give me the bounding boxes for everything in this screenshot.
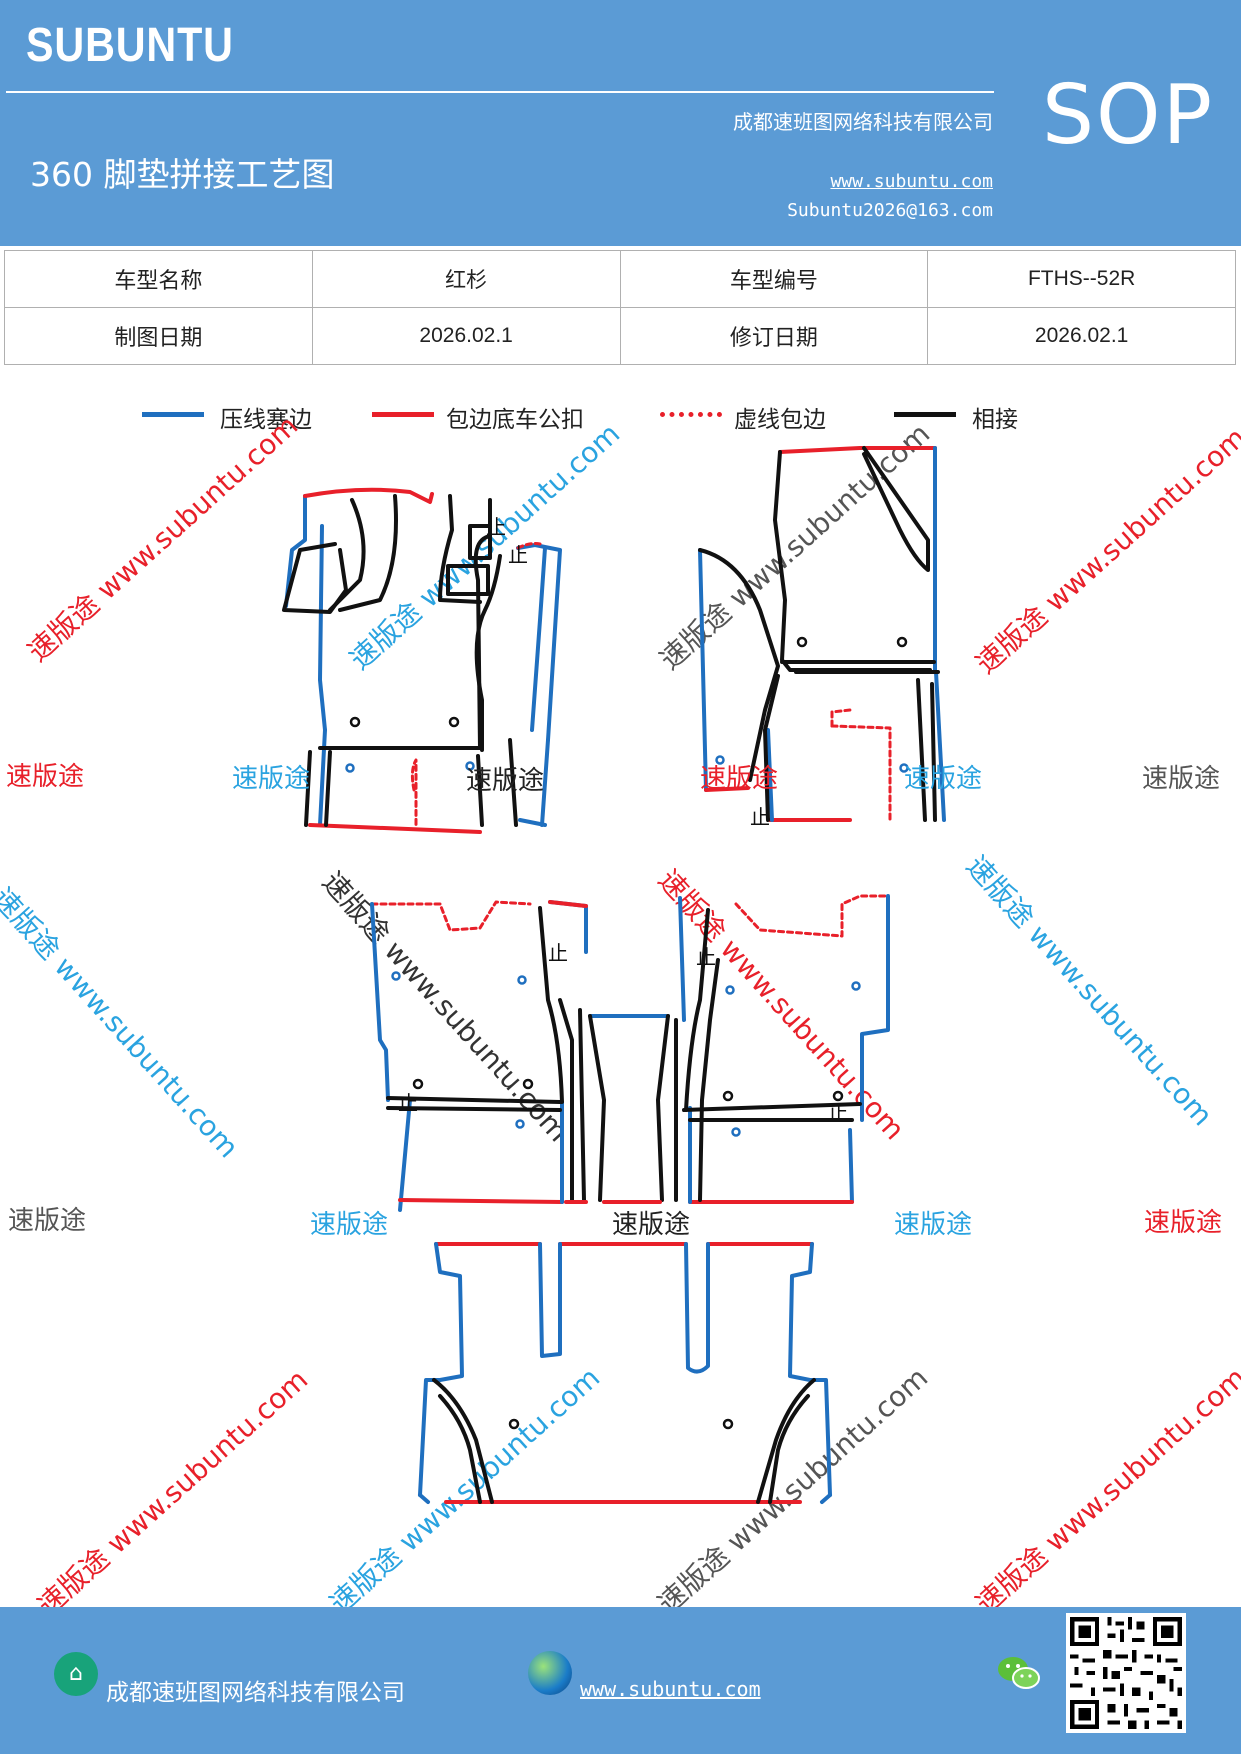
header-divider — [6, 91, 994, 93]
qr-code[interactable] — [1066, 1613, 1186, 1733]
mat-piece-cargo — [418, 1242, 832, 1504]
stop-mark: 止 — [398, 1091, 418, 1115]
stop-marks: 止 止 止 止 止 止 止 — [398, 515, 848, 1125]
home-icon: ⌂ — [54, 1652, 98, 1696]
table-row: 车型名称 红杉 车型编号 FTHS--52R — [4, 250, 1236, 308]
legend-swatch-blue — [142, 412, 204, 417]
mat-piece-rear-left — [370, 900, 588, 1212]
legend-swatch-black — [894, 412, 956, 417]
page-title: 360 脚垫拼接工艺图 — [30, 155, 335, 194]
legend-label: 虚线包边 — [734, 407, 826, 433]
sop-badge: SOP — [1042, 68, 1215, 163]
model-name-label: 车型名称 — [4, 250, 313, 308]
stop-mark: 止 — [486, 515, 506, 539]
watermark: 速版途 — [904, 764, 983, 794]
legend-label: 压线塞边 — [220, 407, 312, 433]
model-code-value: FTHS--52R — [927, 250, 1236, 308]
revise-date-label: 修订日期 — [619, 307, 929, 365]
watermark: 速版途 — [232, 764, 311, 794]
stop-mark: 止 — [548, 941, 568, 965]
watermark: 速版途 — [1142, 764, 1221, 794]
website-link[interactable]: www.subuntu.com — [830, 171, 993, 192]
watermark: 速版途 — [6, 762, 85, 792]
stop-mark: 止 — [508, 543, 528, 567]
mat-piece-center-tunnel — [588, 1014, 670, 1204]
legend-label: 相接 — [972, 407, 1018, 433]
mat-piece-rear-right — [674, 894, 890, 1204]
table-row: 制图日期 2026.02.1 修订日期 2026.02.1 — [4, 307, 1236, 365]
draw-date-value: 2026.02.1 — [311, 307, 621, 365]
footer-banner: ⌂ 成都速班图网络科技有限公司 www.subuntu.com — [0, 1607, 1241, 1754]
stop-mark: 止 — [828, 1101, 848, 1125]
revise-date-value: 2026.02.1 — [927, 307, 1236, 365]
brand-logo: SUBUNTU — [26, 19, 234, 72]
stop-mark: 止 — [750, 805, 770, 829]
watermark: 速版途 — [1144, 1208, 1223, 1238]
line-legend: 压线塞边 包边底车公扣 虚线包边 相接 — [0, 396, 1241, 436]
globe-icon — [528, 1651, 572, 1695]
footer-company-name: 成都速班图网络科技有限公司 — [106, 1680, 405, 1706]
mat-piece-front-right — [698, 446, 946, 822]
legend-label: 包边底车公扣 — [446, 407, 584, 433]
watermark: 速版途 — [310, 1210, 389, 1240]
vehicle-info-table: 车型名称 红杉 车型编号 FTHS--52R 制图日期 2026.02.1 修订… — [4, 250, 1236, 365]
watermark: 速版途 — [466, 766, 545, 796]
watermark: 速版途 — [8, 1206, 87, 1236]
email-address: Subuntu2026@163.com — [787, 200, 993, 221]
draw-date-label: 制图日期 — [4, 307, 313, 365]
watermark: 速版途 — [612, 1210, 691, 1240]
legend-swatch-red — [372, 412, 434, 417]
model-name-value: 红杉 — [311, 250, 621, 308]
mat-piece-front-left — [282, 487, 562, 834]
floor-mat-diagram: 止 止 止 止 止 止 止 — [282, 446, 946, 1504]
header-banner: SUBUNTU SOP 360 脚垫拼接工艺图 成都速班图网络科技有限公司 ww… — [0, 0, 1241, 246]
model-code-label: 车型编号 — [619, 250, 929, 308]
stop-mark: 止 — [696, 945, 716, 969]
company-name: 成都速班图网络科技有限公司 — [733, 110, 993, 134]
watermark: 速版途 — [894, 1210, 973, 1240]
wechat-icon[interactable] — [996, 1653, 1042, 1693]
legend-swatch-dashed — [660, 412, 722, 417]
footer-website-link[interactable]: www.subuntu.com — [580, 1677, 761, 1701]
watermark: 速版途 — [700, 764, 779, 794]
